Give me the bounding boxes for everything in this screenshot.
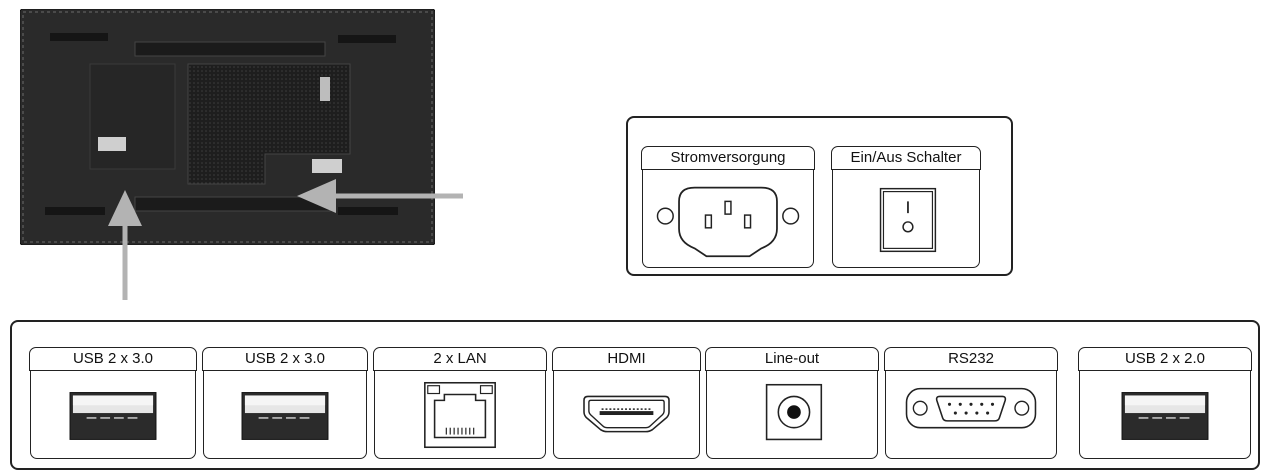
connector-label: Line-out [705, 347, 878, 371]
usb-2-connector: USB 2 x 2.0 [1079, 348, 1251, 459]
connector-label: 2 x LAN [373, 347, 546, 371]
connector-label: USB 2 x 3.0 [29, 347, 196, 371]
hdmi-connector: HDMI [553, 348, 700, 459]
hdmi-port-icon [554, 373, 699, 458]
audio-jack-icon [707, 373, 877, 458]
iec-power-socket-icon [643, 172, 813, 267]
connector-label: USB 2 x 3.0 [202, 347, 367, 371]
rocker-switch-icon [833, 172, 979, 267]
power-panel: Stromversorgung Ein/Aus Schalter [626, 116, 1013, 276]
rs232-connector: RS232 [885, 348, 1057, 459]
connector-label: USB 2 x 2.0 [1078, 347, 1251, 371]
line-out-connector: Line-out [706, 348, 878, 459]
connector-label: HDMI [552, 347, 700, 371]
usb-3-connector: USB 2 x 3.0 [203, 348, 367, 459]
usb-a-port-icon [204, 373, 366, 458]
usb-a-port-icon [31, 373, 195, 458]
power-switch-connector: Ein/Aus Schalter [832, 147, 980, 268]
lan-connector: 2 x LAN [374, 348, 546, 459]
serial-port-icon [886, 373, 1056, 458]
monitor-rear-image [20, 9, 435, 245]
connector-label: Stromversorgung [641, 146, 814, 170]
usb-a-port-icon [1080, 373, 1250, 458]
usb-3-connector: USB 2 x 3.0 [30, 348, 196, 459]
power-supply-connector: Stromversorgung [642, 147, 814, 268]
ports-panel: USB 2 x 3.0 USB 2 x 3.0 2 x LAN [10, 320, 1260, 470]
ethernet-port-icon [375, 373, 545, 458]
connector-label: RS232 [884, 347, 1057, 371]
connector-label: Ein/Aus Schalter [831, 146, 980, 170]
